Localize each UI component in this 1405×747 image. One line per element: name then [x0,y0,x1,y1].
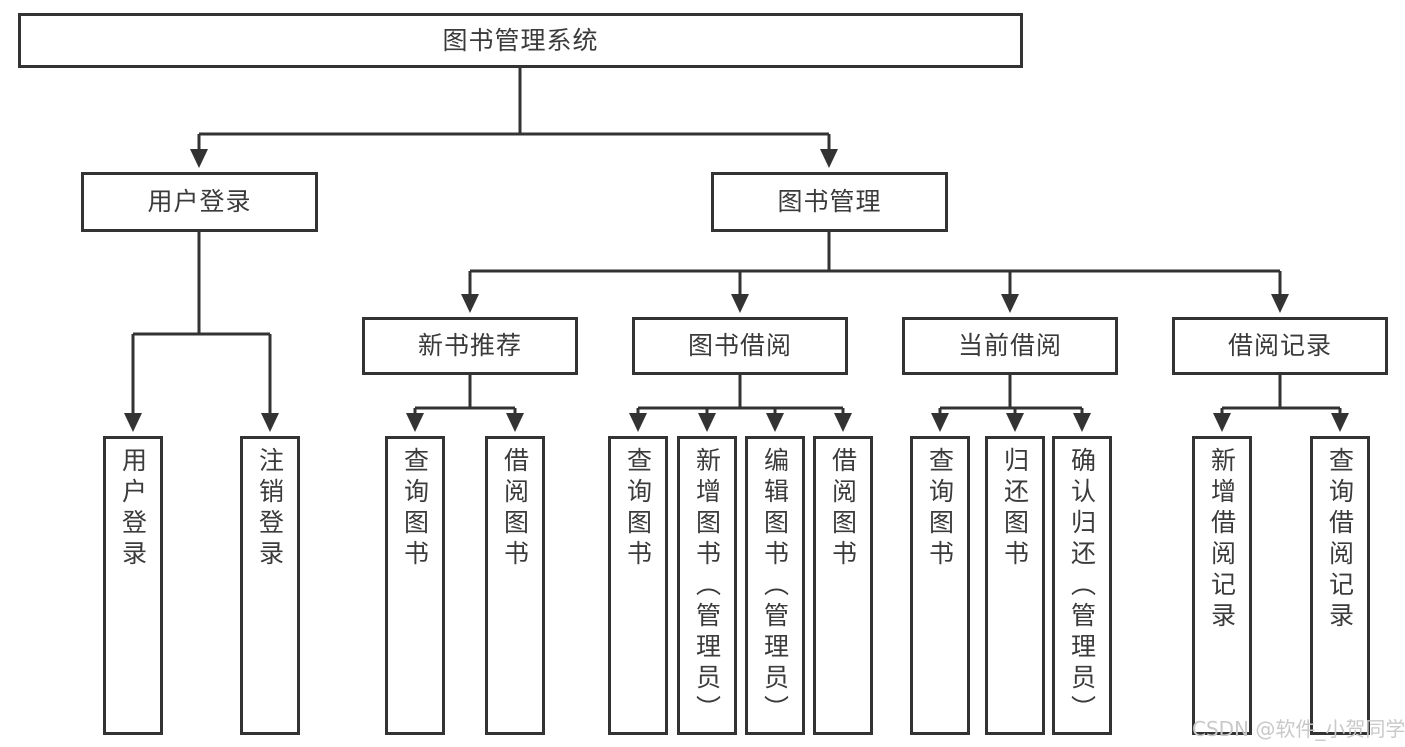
node-new-book-rec[interactable]: 新书推荐 [362,317,578,375]
arrow-head-leaf-borrow-add [698,413,716,432]
node-leaf-borrow-lend[interactable]: 借阅图书 [813,436,873,735]
node-leaf-borrow-add[interactable]: 新增图书（管理员） [677,436,737,735]
node-label: 新书推荐 [417,331,522,360]
arrow-head-leaf-rec-query [406,413,424,432]
node-leaf-cur-return[interactable]: 归还图书 [985,436,1045,735]
arrow-head-borrow-record [1271,294,1289,313]
node-label: 当前借阅 [957,331,1062,360]
node-label: 新增图书（管理员） [692,447,722,726]
node-leaf-rec-add[interactable]: 新增借阅记录 [1192,436,1252,735]
node-label: 图书管理 [777,187,882,216]
node-leaf-user-logout[interactable]: 注销登录 [240,436,300,735]
node-user-login[interactable]: 用户登录 [81,172,318,232]
node-label: 查询借阅记录 [1325,447,1355,633]
node-label: 借阅图书 [828,447,858,571]
arrow-head-user-login [190,149,208,168]
node-leaf-rec-query[interactable]: 查询图书 [385,436,445,735]
arrow-head-leaf-rec-query2 [1331,413,1349,432]
node-label: 新增借阅记录 [1207,447,1237,633]
node-root[interactable]: 图书管理系统 [18,13,1023,68]
node-label: 查询图书 [623,447,653,571]
arrow-head-new-book-rec [461,294,479,313]
node-label: 借阅图书 [500,447,530,571]
node-book-manage[interactable]: 图书管理 [711,172,948,232]
arrow-head-leaf-cur-query [931,413,949,432]
node-leaf-rec-borrow[interactable]: 借阅图书 [485,436,545,735]
node-leaf-cur-query[interactable]: 查询图书 [910,436,970,735]
arrow-head-leaf-borrow-query [629,413,647,432]
node-leaf-rec-query2[interactable]: 查询借阅记录 [1310,436,1370,735]
arrow-head-book-manage [820,149,838,168]
arrow-head-leaf-rec-add [1213,413,1231,432]
node-borrow-record[interactable]: 借阅记录 [1172,317,1388,375]
arrow-head-leaf-cur-return [1006,413,1024,432]
arrow-head-current-borrow [1001,294,1019,313]
node-label: 编辑图书（管理员） [760,447,790,726]
arrow-head-leaf-cur-confirm [1073,413,1091,432]
arrow-head-leaf-user-logout [261,413,279,432]
node-label: 归还图书 [1000,447,1030,571]
arrow-head-book-borrow [731,294,749,313]
node-leaf-borrow-query[interactable]: 查询图书 [608,436,668,735]
arrow-head-leaf-user-login [124,413,142,432]
node-book-borrow[interactable]: 图书借阅 [632,317,848,375]
node-label: 注销登录 [255,447,285,571]
node-label: 查询图书 [400,447,430,571]
node-label: 查询图书 [925,447,955,571]
node-current-borrow[interactable]: 当前借阅 [902,317,1118,375]
arrow-head-leaf-rec-borrow [506,413,524,432]
connector-lines [124,68,1349,432]
node-leaf-user-login[interactable]: 用户登录 [103,436,163,735]
node-label: 用户登录 [118,447,148,571]
node-label: 用户登录 [147,187,252,216]
node-leaf-borrow-edit[interactable]: 编辑图书（管理员） [745,436,805,735]
node-label: 借阅记录 [1227,331,1332,360]
arrow-head-leaf-borrow-lend [834,413,852,432]
node-label: 图书管理系统 [442,25,599,55]
arrow-head-leaf-borrow-edit [766,413,784,432]
node-label: 图书借阅 [687,331,792,360]
node-label: 确认归还（管理员） [1067,447,1097,726]
node-leaf-cur-confirm[interactable]: 确认归还（管理员） [1052,436,1112,735]
